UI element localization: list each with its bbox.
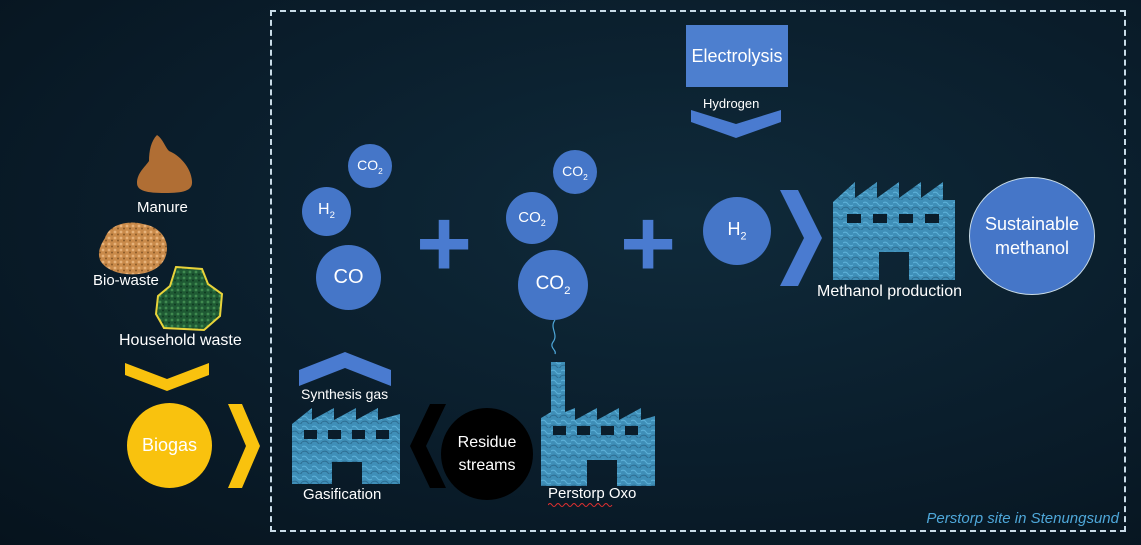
chevron-down-icon: [691, 110, 781, 138]
residue-streams-node: Residue streams: [441, 408, 533, 500]
h2-b-text: H: [727, 219, 741, 240]
plus-icon-1: +: [416, 190, 473, 297]
biowaste-icon: [98, 222, 167, 275]
factory-icon: [292, 408, 400, 484]
chevron-down-icon: [125, 363, 209, 391]
residue-streams-label: Residue streams: [457, 433, 517, 474]
site-label: Perstorp site in Stenungsund: [926, 510, 1119, 527]
electrolysis-box: Electrolysis: [686, 25, 788, 87]
co2-c-sub: 2: [540, 217, 546, 228]
chevron-right-icon: [780, 190, 822, 286]
co2-d-text: CO: [535, 273, 565, 295]
h2-a-text: H: [318, 201, 330, 219]
h2-b-sub: 2: [740, 230, 747, 243]
chevron-up-icon: [299, 352, 391, 386]
chimney-factory-icon: [541, 319, 655, 486]
hydrogen-label: Hydrogen: [703, 96, 760, 111]
synthesis-gas-label: Synthesis gas: [301, 386, 389, 402]
co-node: CO: [316, 245, 381, 310]
methanol-production-label: Methanol production: [817, 283, 962, 300]
h2-node-b: H2: [703, 197, 771, 265]
perstorp-oxo-label: Perstorp Oxo: [548, 485, 637, 502]
biogas-label: Biogas: [141, 435, 198, 455]
co2-a-sub: 2: [378, 165, 383, 176]
co2-node-a: CO2: [348, 144, 392, 188]
co2-node-d: CO2: [518, 250, 588, 320]
gasification-label: Gasification: [303, 486, 382, 503]
co-text: CO: [333, 266, 364, 288]
site-boundary: [270, 10, 1126, 532]
co2-d-sub: 2: [564, 284, 571, 297]
spellcheck-underline: [548, 503, 613, 507]
co2-a-text: CO: [357, 156, 379, 173]
h2-node-a: H2: [302, 187, 351, 236]
biogas-node: Biogas: [127, 403, 212, 488]
h2-a-sub: 2: [329, 210, 335, 222]
biowaste-label: Bio-waste: [93, 272, 159, 289]
manure-label: Manure: [137, 199, 188, 216]
household-waste-icon: [154, 265, 224, 332]
chevron-right-icon: [228, 404, 260, 488]
co2-c-text: CO: [518, 208, 541, 226]
manure-icon: [137, 135, 193, 193]
co2-b-text: CO: [562, 162, 584, 179]
household-waste-label: Household waste: [119, 332, 242, 349]
electrolysis-label: Electrolysis: [691, 45, 783, 66]
co2-b-sub: 2: [583, 171, 588, 182]
smoke-icon: [551, 319, 556, 355]
plus-icon-2: +: [620, 190, 677, 297]
co2-node-b: CO2: [553, 150, 597, 194]
co2-node-c: CO2: [506, 192, 558, 244]
sustainable-methanol-label: Sustainable methanol: [984, 213, 1080, 258]
chevron-left-icon: [410, 404, 446, 488]
factory-icon: [833, 182, 955, 280]
sustainable-methanol-node: Sustainable methanol: [969, 177, 1095, 295]
